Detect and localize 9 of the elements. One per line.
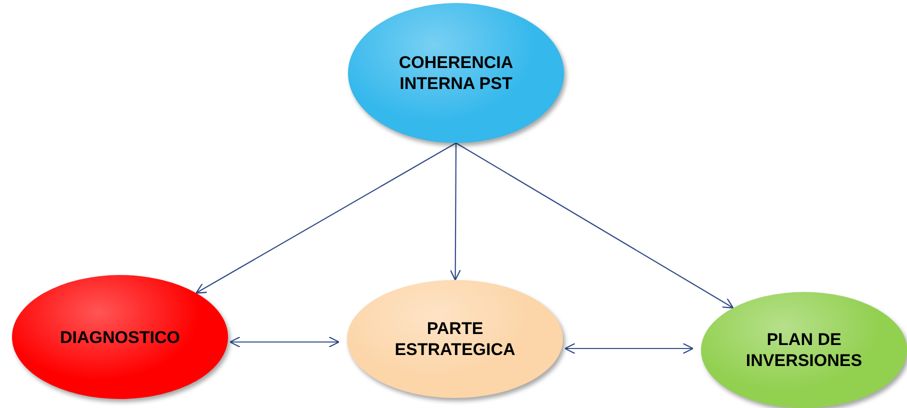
- node-label: COHERENCIA INTERNA PST: [398, 52, 514, 94]
- arrow: [456, 142, 734, 308]
- arrow: [229, 336, 340, 348]
- arrow: [196, 142, 456, 294]
- arrow: [564, 342, 694, 354]
- node-label: PARTE ESTRATEGICA: [394, 318, 516, 360]
- arrow: [450, 143, 461, 281]
- node-label: DIAGNOSTICO: [59, 326, 181, 348]
- node-label: PLAN DE INVERSIONES: [744, 329, 864, 371]
